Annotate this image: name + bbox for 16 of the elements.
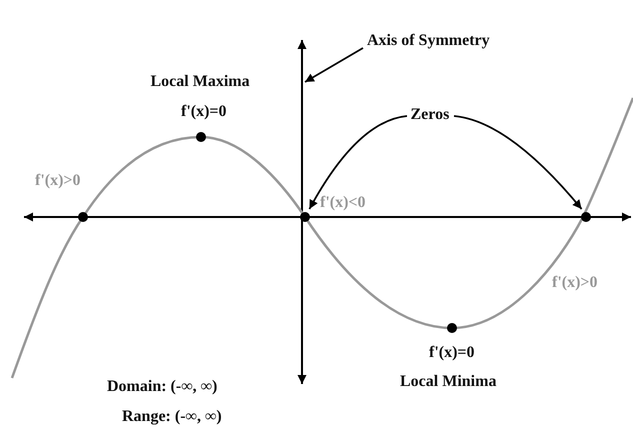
annotation-label: Range: (-∞, ∞) — [122, 408, 222, 426]
annotation-label: Local Minima — [400, 373, 496, 391]
annotation-label: Local Maxima — [150, 73, 250, 91]
callout-label: Zeros — [410, 106, 450, 124]
arrow — [308, 115, 408, 210]
leader-line — [304, 47, 364, 83]
annotation-label: f'(x)=0 — [429, 344, 475, 362]
arrow — [454, 115, 582, 210]
zero-point — [581, 212, 591, 222]
derivative-label: f'(x)<0 — [320, 194, 366, 212]
annotation-label: f'(x)=0 — [181, 103, 227, 121]
callout-label: Axis of Symmetry — [367, 32, 490, 50]
derivative-label: f'(x)>0 — [552, 274, 598, 292]
annotation-label: Domain: (-∞, ∞) — [107, 378, 218, 396]
zero-point — [300, 212, 310, 222]
derivative-label: f'(x)>0 — [35, 172, 81, 190]
